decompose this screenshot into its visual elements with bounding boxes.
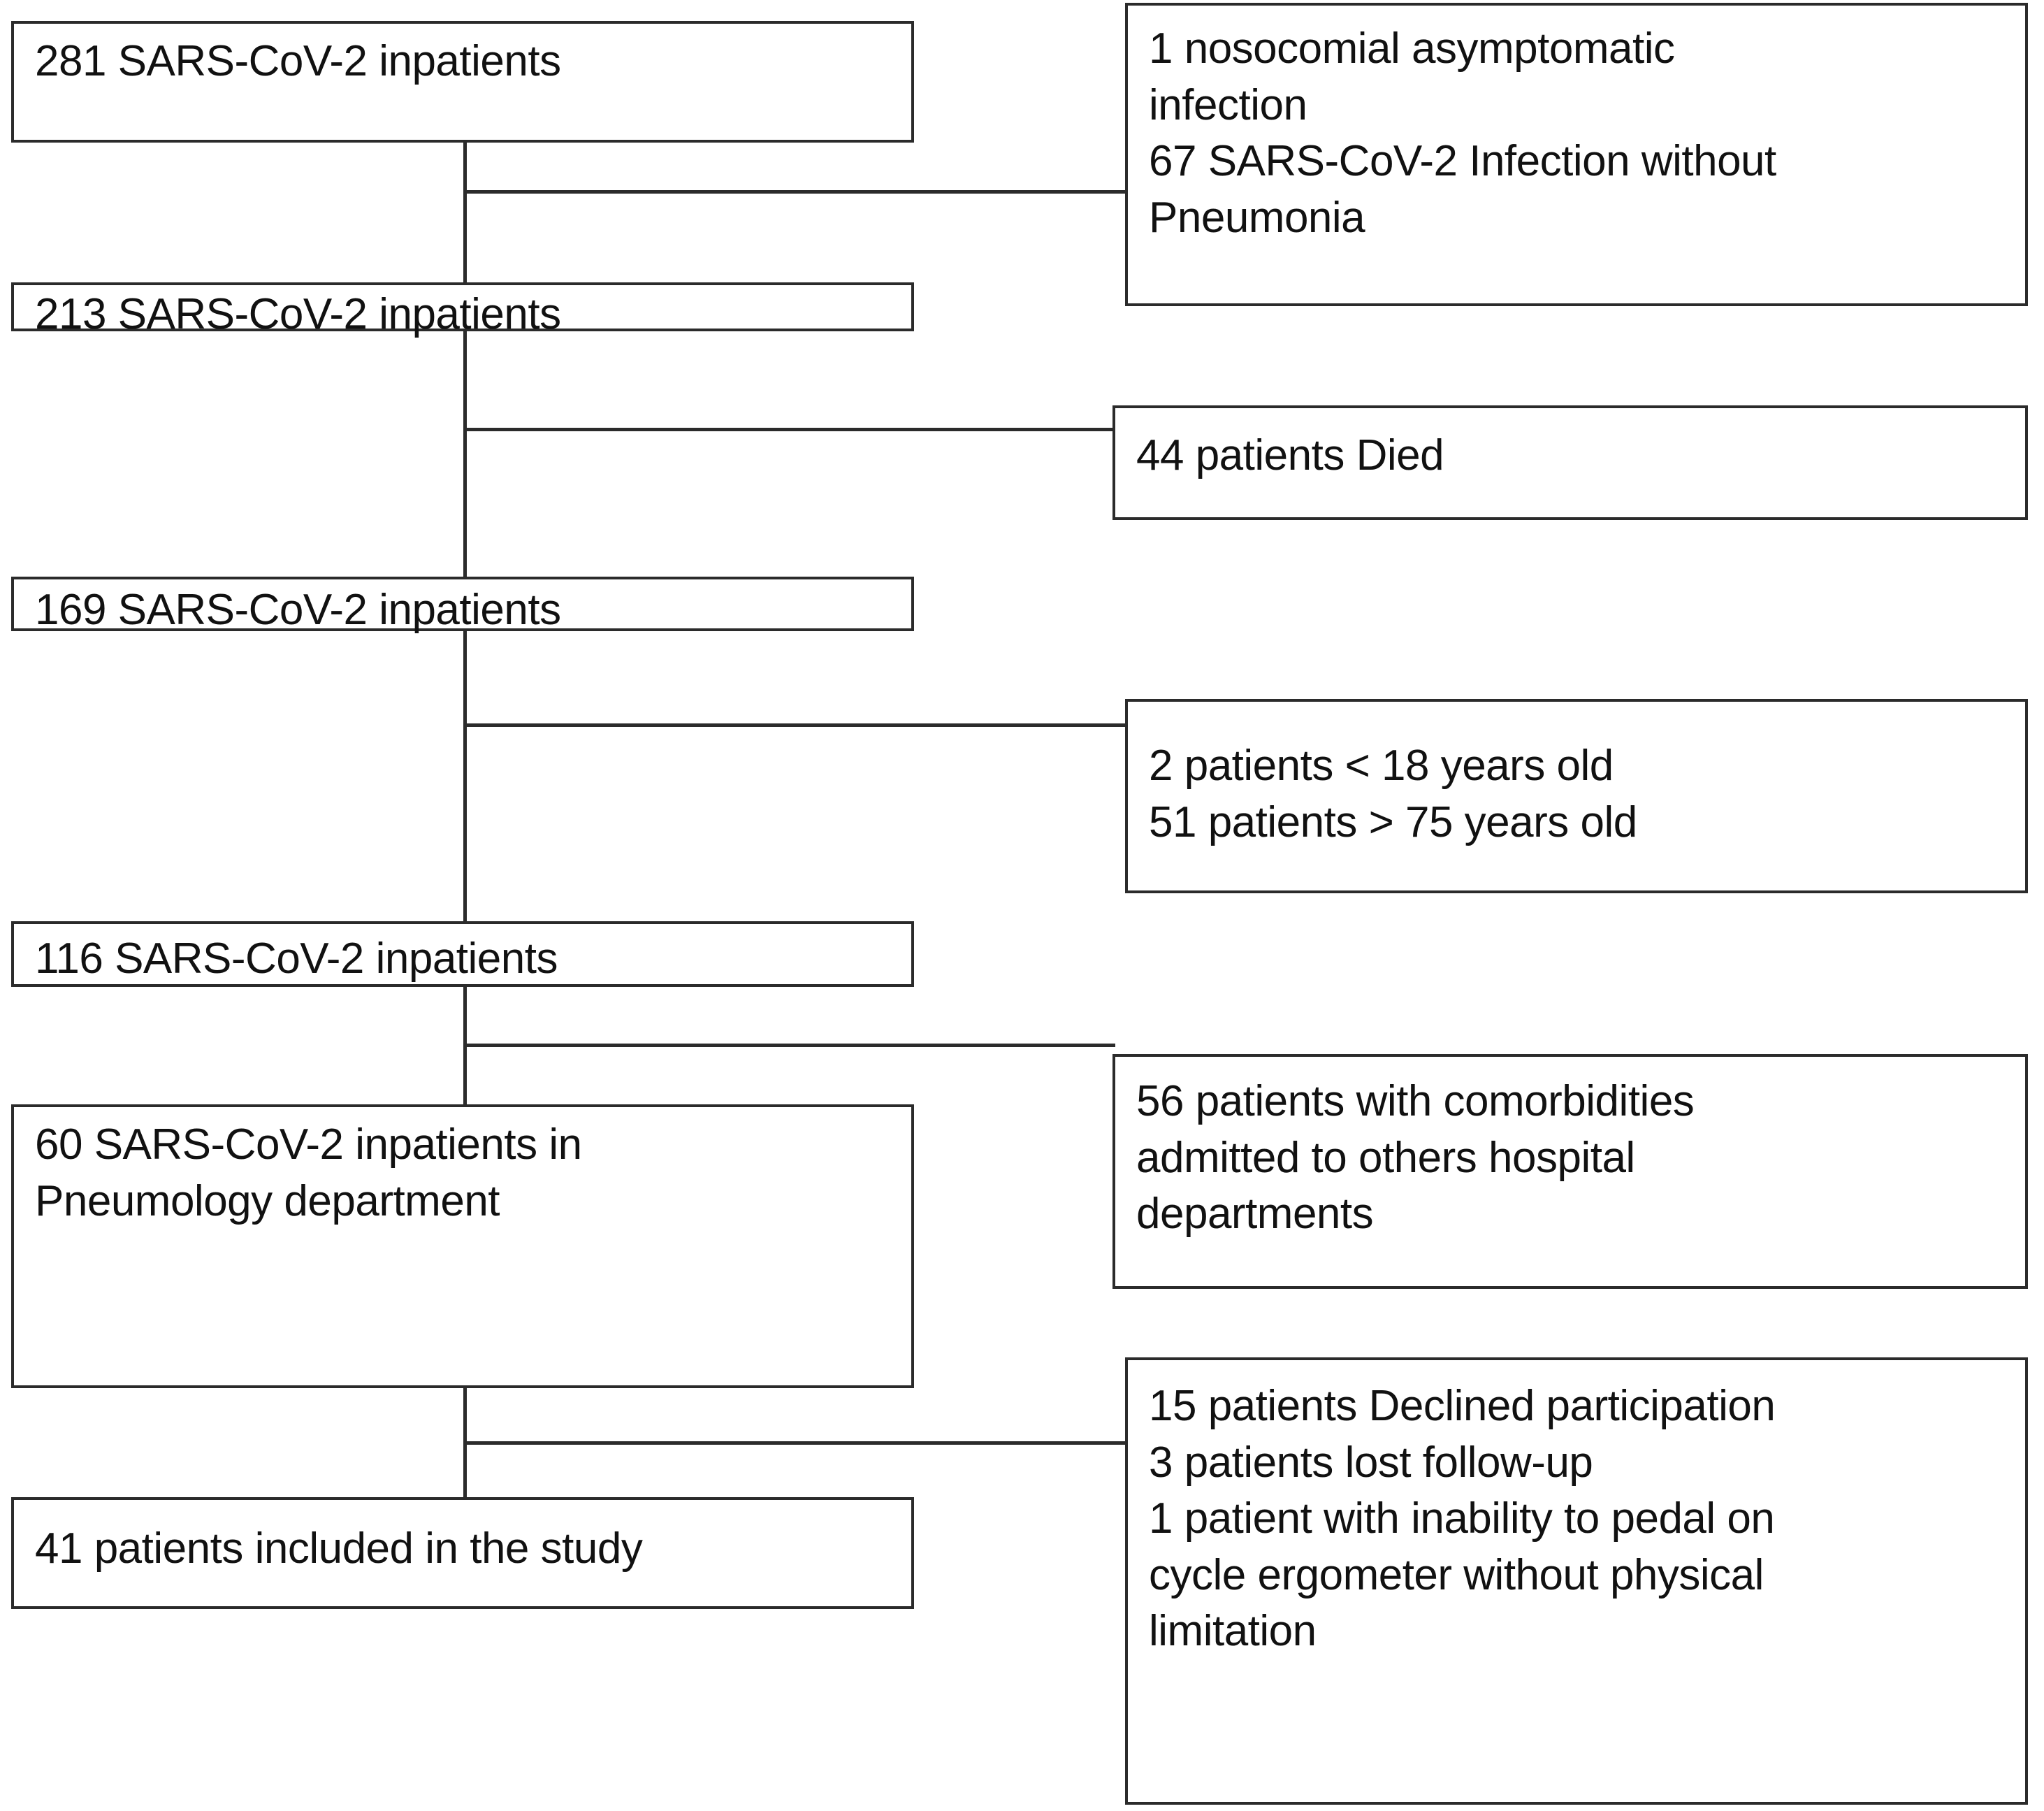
flow-node-116-label: 116 SARS-CoV-2 inpatients <box>35 935 558 983</box>
flow-node-169-label: 169 SARS-CoV-2 inpatients <box>35 586 561 634</box>
exclusion-node-declined-label: 15 patients Declined participation 3 pat… <box>1149 1382 1776 1656</box>
connector-branch-e1 <box>463 190 1128 194</box>
flow-node-60: 60 SARS-CoV-2 inpatients in Pneumology d… <box>11 1104 914 1388</box>
exclusion-node-nosocomial-label: 1 nosocomial asymptomatic infection 67 S… <box>1149 24 1776 242</box>
flow-node-41-label: 41 patients included in the study <box>35 1524 643 1573</box>
exclusion-node-nosocomial: 1 nosocomial asymptomatic infection 67 S… <box>1125 3 2028 306</box>
flow-node-60-label: 60 SARS-CoV-2 inpatients in Pneumology d… <box>35 1120 582 1225</box>
exclusion-node-age-label: 2 patients < 18 years old 51 patients > … <box>1149 742 1637 846</box>
flow-node-116: 116 SARS-CoV-2 inpatients <box>11 921 914 987</box>
flow-node-169: 169 SARS-CoV-2 inpatients <box>11 577 914 634</box>
exclusion-node-comorbidities-label: 56 patients with comorbidities admitted … <box>1136 1077 1695 1239</box>
exclusion-node-declined: 15 patients Declined participation 3 pat… <box>1125 1357 2028 1805</box>
connector-branch-e2 <box>463 428 1115 431</box>
connector-n1-n2 <box>463 141 467 284</box>
flow-node-281: 281 SARS-CoV-2 inpatients <box>11 21 914 143</box>
exclusion-node-died: 44 patients Died <box>1112 405 2028 520</box>
flow-node-213-label: 213 SARS-CoV-2 inpatients <box>35 290 561 338</box>
exclusion-node-age: 2 patients < 18 years old 51 patients > … <box>1125 699 2028 893</box>
exclusion-node-died-label: 44 patients Died <box>1136 431 1444 479</box>
connector-n3-n4 <box>463 628 467 927</box>
exclusion-node-comorbidities: 56 patients with comorbidities admitted … <box>1112 1054 2028 1289</box>
connector-branch-e5 <box>463 1441 1128 1445</box>
flow-node-281-label: 281 SARS-CoV-2 inpatients <box>35 37 561 85</box>
connector-branch-e3 <box>463 723 1128 727</box>
connector-n2-n3-lower <box>463 329 467 601</box>
flow-node-213: 213 SARS-CoV-2 inpatients <box>11 282 914 338</box>
flow-node-41: 41 patients included in the study <box>11 1497 914 1609</box>
connector-branch-e4 <box>463 1044 1115 1047</box>
